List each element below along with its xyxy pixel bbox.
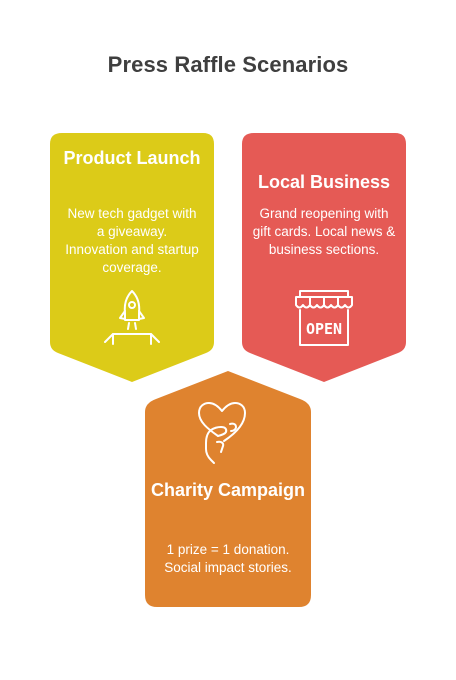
product-launch-title: Product Launch	[63, 148, 201, 168]
charity-campaign-card	[145, 371, 311, 607]
local-business-title: Local Business	[257, 172, 391, 192]
product-launch-text: New tech gadget with a giveaway. Innovat…	[65, 206, 199, 275]
open-sign-label: OPEN	[306, 320, 342, 338]
product-launch-card	[50, 133, 214, 382]
heart-in-hand-icon	[198, 402, 246, 464]
rocket-launch-icon	[104, 290, 160, 345]
open-storefront-icon: OPEN	[295, 290, 353, 346]
local-business-card	[242, 133, 406, 382]
local-business-text: Grand reopening with gift cards. Local n…	[252, 206, 396, 257]
charity-campaign-title: Charity Campaign	[150, 480, 306, 500]
charity-campaign-text: 1 prize = 1 donation. Social impact stor…	[164, 542, 292, 575]
page-title: Press Raffle Scenarios	[107, 52, 349, 77]
